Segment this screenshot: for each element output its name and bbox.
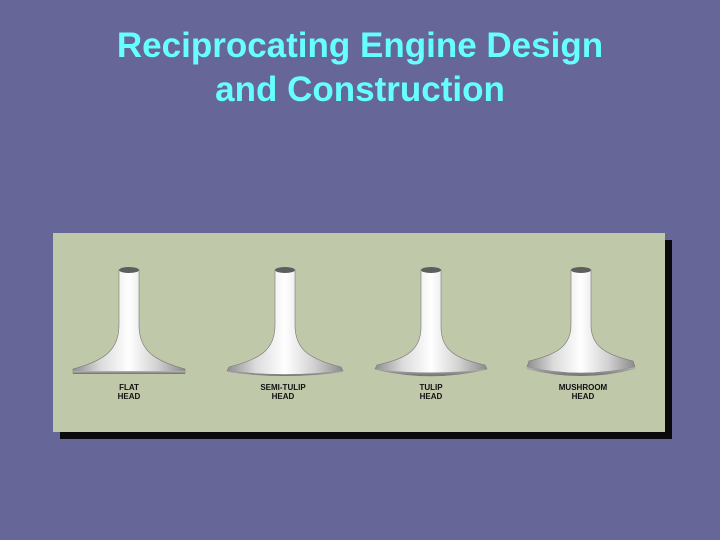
valve-semi-tulip-head-face [227, 371, 343, 376]
valve-mushroom-head-face [527, 367, 635, 376]
valve-illustration: FLAT HEAD SEMI-TULIP HEAD TULIP HEAD MUS… [72, 267, 636, 401]
slide-title-line-2: and Construction [215, 70, 505, 109]
valve-mushroom-head: MUSHROOM HEAD [526, 267, 636, 401]
valve-flat-head-stem-tip [119, 267, 139, 273]
valve-semi-tulip-head: SEMI-TULIP HEAD [226, 267, 344, 401]
valve-flat-head-face [73, 371, 185, 374]
valve-flat-head-label-2: HEAD [118, 392, 141, 401]
valve-tulip-head-stem-tip [421, 267, 441, 273]
valve-mushroom-head-body [526, 269, 636, 374]
valve-tulip-head-body [374, 269, 488, 377]
valve-tulip-head-label-2: HEAD [420, 392, 443, 401]
valve-flat-head: FLAT HEAD [72, 267, 186, 401]
valve-semi-tulip-head-stem-tip [275, 267, 295, 273]
valve-flat-head-body [72, 269, 186, 374]
slide-title-line-1: Reciprocating Engine Design [116, 26, 604, 65]
valve-flat-head-label-1: FLAT [119, 383, 139, 392]
valve-tulip-head: TULIP HEAD [374, 267, 488, 401]
valve-tulip-head-label-1: TULIP [419, 383, 443, 392]
valve-mushroom-head-label-1: MUSHROOM [559, 383, 608, 392]
valve-figure-panel: FLAT HEAD SEMI-TULIP HEAD TULIP HEAD MUS… [53, 233, 665, 432]
valve-semi-tulip-head-label-2: HEAD [272, 392, 295, 401]
valve-semi-tulip-head-body [226, 269, 344, 375]
valve-mushroom-head-label-2: HEAD [572, 392, 595, 401]
slide-title: Reciprocating Engine Design and Construc… [0, 24, 720, 112]
valve-tulip-head-face [375, 369, 487, 376]
valve-semi-tulip-head-label-1: SEMI-TULIP [260, 383, 306, 392]
valve-mushroom-head-stem-tip [571, 267, 591, 273]
